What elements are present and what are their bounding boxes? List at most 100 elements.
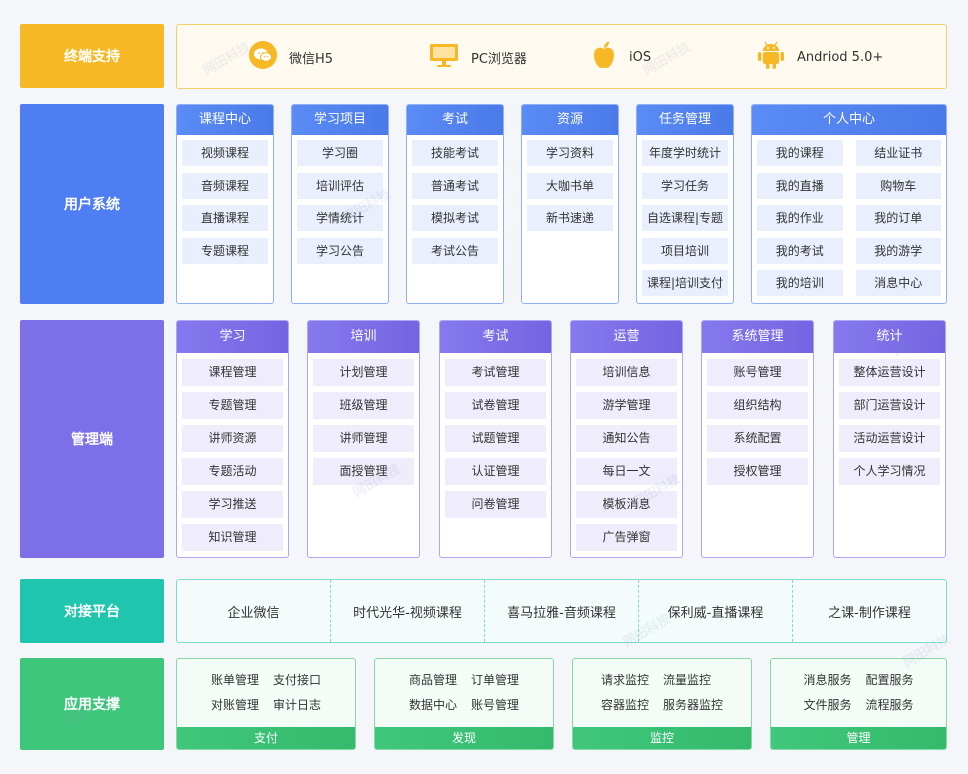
- admin-item[interactable]: 授权管理: [707, 458, 808, 485]
- user-item[interactable]: 专题课程: [182, 237, 268, 264]
- terminal-item-android: Andriod 5.0+: [757, 25, 883, 89]
- admin-item[interactable]: 部门运营设计: [839, 392, 940, 419]
- admin-item[interactable]: 整体运营设计: [839, 359, 940, 386]
- admin-item[interactable]: 游学管理: [576, 392, 677, 419]
- admin-item[interactable]: 广告弹窗: [576, 524, 677, 551]
- user-item[interactable]: 学情统计: [297, 205, 383, 231]
- support-item[interactable]: 审计日志: [273, 698, 322, 712]
- user-item[interactable]: 项目培训: [642, 237, 728, 264]
- admin-item[interactable]: 讲师资源: [182, 425, 283, 452]
- support-item[interactable]: 支付接口: [273, 673, 322, 687]
- user-item[interactable]: 年度学时统计: [642, 140, 728, 166]
- support-item[interactable]: 订单管理: [471, 673, 520, 687]
- user-item[interactable]: 学习资料: [527, 140, 613, 166]
- platform-item[interactable]: 喜马拉雅-音频课程: [485, 580, 639, 642]
- card-title: 考试: [407, 105, 503, 135]
- user-item[interactable]: 学习公告: [297, 237, 383, 264]
- user-item[interactable]: 模拟考试: [412, 205, 498, 231]
- admin-item[interactable]: 班级管理: [313, 392, 414, 419]
- admin-item[interactable]: 专题管理: [182, 392, 283, 419]
- user-item[interactable]: 我的作业: [757, 205, 843, 231]
- platform-item[interactable]: 企业微信: [177, 580, 331, 642]
- terminal-item-pc: PC浏览器: [429, 25, 527, 89]
- admin-card-system-management: 系统管理 账号管理 组织结构 系统配置 授权管理: [701, 320, 814, 558]
- support-item[interactable]: 账号管理: [471, 698, 520, 712]
- platform-panel: 企业微信 时代光华-视频课程 喜马拉雅-音频课程 保利威-直播课程 之课-制作课…: [176, 579, 947, 643]
- support-item[interactable]: 流量监控: [663, 673, 712, 687]
- user-item[interactable]: 普通考试: [412, 172, 498, 199]
- platform-item[interactable]: 保利威-直播课程: [639, 580, 793, 642]
- user-item[interactable]: 结业证书: [855, 140, 941, 166]
- admin-item[interactable]: 考试管理: [445, 359, 546, 386]
- terminal-item-ios: iOS: [591, 25, 651, 89]
- user-card-personal-center: 个人中心 我的课程 结业证书 我的直播 购物车 我的作业 我的订单 我的考试 我…: [751, 104, 947, 304]
- admin-item[interactable]: 每日一文: [576, 458, 677, 485]
- user-item[interactable]: 课程|培训支付: [642, 270, 728, 296]
- user-card-task-management: 任务管理 年度学时统计 学习任务 自选课程|专题 项目培训 课程|培训支付: [636, 104, 734, 304]
- card-title: 课程中心: [177, 105, 273, 135]
- admin-item[interactable]: 试题管理: [445, 425, 546, 452]
- admin-item[interactable]: 课程管理: [182, 359, 283, 386]
- support-card-payment: 账单管理 支付接口 对账管理 审计日志 支付: [176, 658, 356, 750]
- user-item[interactable]: 新书速递: [527, 205, 613, 231]
- admin-item[interactable]: 个人学习情况: [839, 458, 940, 485]
- admin-item[interactable]: 认证管理: [445, 458, 546, 485]
- admin-item[interactable]: 系统配置: [707, 425, 808, 452]
- user-item[interactable]: 直播课程: [182, 205, 268, 231]
- user-item[interactable]: 视频课程: [182, 140, 268, 166]
- admin-item[interactable]: 培训信息: [576, 359, 677, 386]
- admin-item[interactable]: 问卷管理: [445, 491, 546, 518]
- support-card-management: 消息服务 配置服务 文件服务 流程服务 管理: [770, 658, 947, 750]
- row-label-admin: 管理端: [20, 320, 164, 558]
- admin-item[interactable]: 专题活动: [182, 458, 283, 485]
- user-item[interactable]: 音频课程: [182, 172, 268, 199]
- user-item[interactable]: 我的游学: [855, 237, 941, 264]
- user-item[interactable]: 自选课程|专题: [642, 205, 728, 231]
- support-footer: 管理: [771, 727, 946, 749]
- platform-item[interactable]: 时代光华-视频课程: [331, 580, 485, 642]
- user-item[interactable]: 我的直播: [757, 172, 843, 199]
- user-item[interactable]: 技能考试: [412, 140, 498, 166]
- admin-item[interactable]: 面授管理: [313, 458, 414, 485]
- user-item[interactable]: 大咖书单: [527, 172, 613, 199]
- user-item[interactable]: 考试公告: [412, 237, 498, 264]
- user-item[interactable]: 消息中心: [855, 270, 941, 296]
- admin-card-learning: 学习 课程管理 专题管理 讲师资源 专题活动 学习推送 知识管理: [176, 320, 289, 558]
- support-item[interactable]: 容器监控: [600, 698, 649, 712]
- support-item[interactable]: 文件服务: [803, 698, 852, 712]
- user-item[interactable]: 我的课程: [757, 140, 843, 166]
- admin-item[interactable]: 知识管理: [182, 524, 283, 551]
- admin-item[interactable]: 通知公告: [576, 425, 677, 452]
- admin-item[interactable]: 账号管理: [707, 359, 808, 386]
- user-item[interactable]: 学习圈: [297, 140, 383, 166]
- admin-item[interactable]: 活动运营设计: [839, 425, 940, 452]
- card-title: 学习: [177, 321, 288, 353]
- platform-item[interactable]: 之课-制作课程: [828, 605, 911, 621]
- card-title: 个人中心: [752, 105, 946, 135]
- user-item[interactable]: 学习任务: [642, 172, 728, 199]
- support-item[interactable]: 服务器监控: [663, 698, 724, 712]
- user-item[interactable]: 我的订单: [855, 205, 941, 231]
- user-card-resources: 资源 学习资料 大咖书单 新书速递: [521, 104, 619, 304]
- support-item[interactable]: 请求监控: [600, 673, 649, 687]
- support-item[interactable]: 账单管理: [210, 673, 259, 687]
- user-item[interactable]: 我的培训: [757, 270, 843, 296]
- android-icon: [757, 40, 785, 74]
- admin-item[interactable]: 模板消息: [576, 491, 677, 518]
- support-item[interactable]: 数据中心: [408, 698, 457, 712]
- support-item[interactable]: 流程服务: [865, 698, 914, 712]
- admin-item[interactable]: 学习推送: [182, 491, 283, 518]
- user-item[interactable]: 培训评估: [297, 172, 383, 199]
- support-item[interactable]: 消息服务: [803, 673, 852, 687]
- user-item[interactable]: 我的考试: [757, 237, 843, 264]
- admin-item[interactable]: 试卷管理: [445, 392, 546, 419]
- support-item[interactable]: 对账管理: [210, 698, 259, 712]
- row-label-user-system: 用户系统: [20, 104, 164, 304]
- user-item[interactable]: 购物车: [855, 172, 941, 199]
- support-item[interactable]: 配置服务: [865, 673, 914, 687]
- admin-item[interactable]: 讲师管理: [313, 425, 414, 452]
- row-label-terminal: 终端支持: [20, 24, 164, 88]
- admin-item[interactable]: 计划管理: [313, 359, 414, 386]
- admin-item[interactable]: 组织结构: [707, 392, 808, 419]
- support-item[interactable]: 商品管理: [408, 673, 457, 687]
